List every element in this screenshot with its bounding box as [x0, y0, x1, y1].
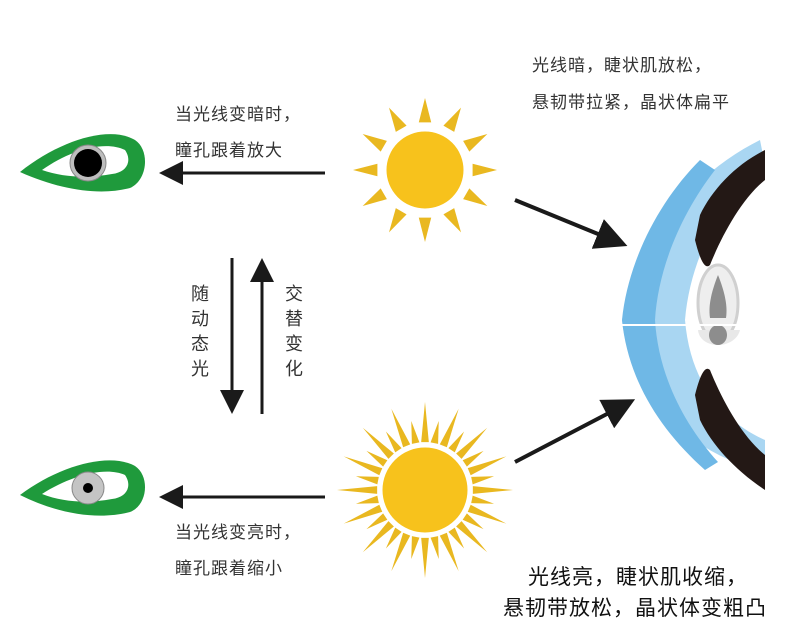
- sun-ray: [462, 450, 484, 467]
- sun-ray: [418, 217, 432, 242]
- sun-ray: [391, 532, 411, 572]
- sun-ray: [362, 188, 387, 206]
- sun-ray: [430, 536, 439, 560]
- sun-ray: [472, 486, 513, 494]
- bright-lens-caption-line2: 悬韧带放松，晶状体变粗凸: [503, 596, 767, 620]
- dark-lens-caption-line2: 悬韧带拉紧，晶状体扁平: [532, 93, 730, 113]
- constricted-eye-icon: [20, 460, 146, 516]
- sun-ray: [443, 208, 461, 233]
- sun-core: [379, 444, 471, 536]
- sun-ray: [366, 450, 388, 467]
- sun-ray: [430, 420, 439, 444]
- sun-ray: [362, 134, 387, 152]
- sun-ray: [448, 527, 465, 549]
- sun-ray: [353, 163, 378, 177]
- sun-ray: [355, 495, 379, 504]
- sun-ray: [471, 495, 495, 504]
- sun-ray: [385, 527, 402, 549]
- sun-ray: [448, 431, 465, 453]
- sun-ray: [467, 456, 507, 476]
- sun-ray: [421, 402, 429, 443]
- sun-ray: [391, 408, 411, 448]
- sun-ray: [443, 107, 461, 132]
- eye-lens-cross-section: [615, 140, 765, 490]
- sun-ray: [389, 107, 407, 132]
- sun-ray: [418, 98, 432, 123]
- sun-ray: [456, 521, 488, 553]
- sun-core: [383, 128, 467, 212]
- sun-ray: [411, 420, 420, 444]
- bright-caption-line1: 当光线变亮时，: [175, 523, 301, 543]
- sun-ray: [439, 532, 459, 572]
- sun-ray: [385, 431, 402, 453]
- sun-ray: [337, 486, 378, 494]
- sun-ray: [411, 536, 420, 560]
- sun-ray: [362, 521, 394, 553]
- sun-ray: [366, 513, 388, 530]
- dark-lens-caption-line1: 光线暗，睫状肌放松，: [532, 56, 712, 76]
- sun-ray: [343, 456, 383, 476]
- sun-ray: [467, 504, 507, 524]
- bright-lens-caption-line1: 光线亮，睫状肌收缩，: [528, 565, 748, 589]
- dim-sun-icon: [353, 98, 497, 242]
- sun-ray: [343, 504, 383, 524]
- sun-ray: [389, 208, 407, 233]
- sun-ray: [355, 476, 379, 485]
- sun-ray: [421, 537, 429, 578]
- dark-caption-line2: 瞳孔跟着放大: [175, 141, 283, 161]
- left-vertical-text: 随动态光: [191, 284, 209, 380]
- sun-ray: [362, 427, 394, 459]
- bright-sun-icon: [337, 402, 513, 578]
- arrow-bright-to-lens: [514, 399, 636, 464]
- sun-ray: [462, 513, 484, 530]
- sun-ray: [439, 408, 459, 448]
- arrow-dark-to-lens: [514, 198, 628, 249]
- dilated-eye-icon: [20, 134, 146, 192]
- sun-ray: [463, 134, 488, 152]
- sun-ray: [472, 163, 497, 177]
- sun-ray: [456, 427, 488, 459]
- dark-caption-line1: 当光线变暗时，: [175, 105, 301, 125]
- sun-ray: [471, 476, 495, 485]
- right-vertical-text: 交替变化: [285, 284, 303, 380]
- bright-caption-line2: 瞳孔跟着缩小: [175, 559, 283, 579]
- sun-ray: [463, 188, 488, 206]
